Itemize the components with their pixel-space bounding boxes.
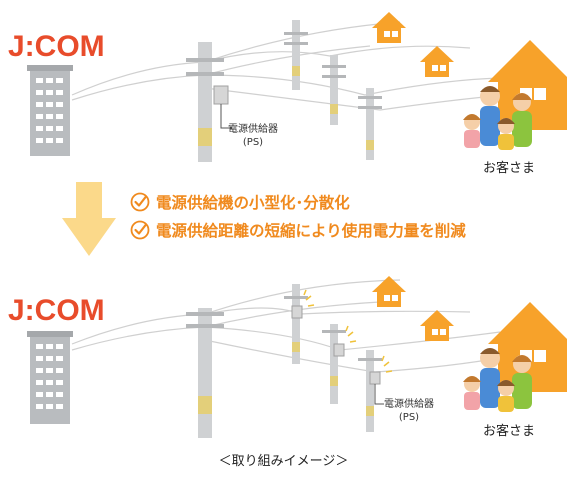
jcom-logo: J:COM xyxy=(8,294,105,327)
utility-pole-2 xyxy=(284,20,308,90)
family-illustration xyxy=(463,86,532,150)
utility-pole-4 xyxy=(358,350,393,432)
bottom-scene-illustration xyxy=(27,276,567,438)
jcom-logo: J:COM xyxy=(8,30,105,63)
family-illustration xyxy=(463,348,532,412)
check-circle-icon xyxy=(130,220,150,240)
customer-label: お客さま xyxy=(483,424,536,439)
power-supply-label: 電源供給器 (PS) xyxy=(228,123,278,149)
improved-setup-scene: J:COM 電源供給器 (PS) お客さま xyxy=(0,272,567,442)
small-house-icon xyxy=(372,12,406,43)
small-house-icon xyxy=(420,310,454,341)
utility-pole-main xyxy=(186,308,224,438)
benefit-text: 電源供給機の小型化･分散化 xyxy=(156,194,350,212)
power-supply-label-name: 電源供給器 xyxy=(228,124,278,135)
small-house-icon xyxy=(420,46,454,77)
customer-label: お客さま xyxy=(483,161,536,176)
power-supply-label: 電源供給器 (PS) xyxy=(384,398,434,424)
benefit-text: 電源供給距離の短縮により使用電力量を削減 xyxy=(156,222,466,240)
benefit-item: 電源供給距離の短縮により使用電力量を削減 xyxy=(130,216,560,244)
down-arrow-icon xyxy=(62,182,116,256)
small-house-icon xyxy=(372,276,406,307)
benefit-item: 電源供給機の小型化･分散化 xyxy=(130,188,560,216)
office-building-icon xyxy=(27,65,73,156)
utility-pole-3 xyxy=(322,324,357,404)
check-circle-icon xyxy=(130,192,150,212)
office-building-icon xyxy=(27,331,73,424)
utility-pole-3 xyxy=(322,55,346,125)
current-setup-scene: J:COM 電源供給器 (PS) お客さま xyxy=(0,0,567,180)
utility-pole-2 xyxy=(284,284,315,364)
utility-pole-main xyxy=(186,42,232,162)
power-supply-label-abbr: (PS) xyxy=(398,412,420,423)
power-supply-label-abbr: (PS) xyxy=(242,137,264,148)
figure-caption: ＜取り組みイメージ＞ xyxy=(218,454,349,469)
benefit-list: 電源供給機の小型化･分散化 電源供給距離の短縮により使用電力量を削減 xyxy=(130,188,560,244)
power-supply-label-name: 電源供給器 xyxy=(384,399,434,410)
utility-pole-4 xyxy=(358,88,382,160)
top-scene-illustration xyxy=(27,12,567,162)
